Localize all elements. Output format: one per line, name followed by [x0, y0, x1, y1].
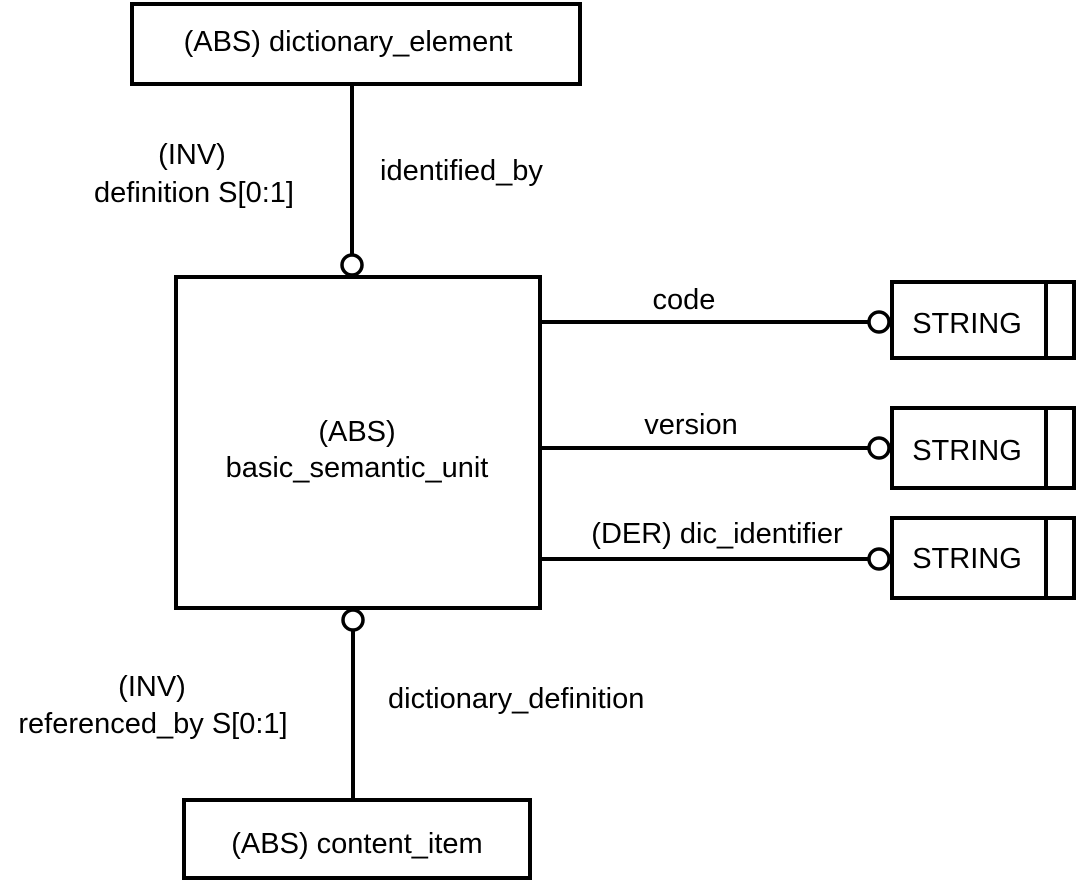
- relation-dictionary-definition: dictionary_definition (INV) referenced_b…: [18, 608, 644, 800]
- entity-box-content-item: [182, 798, 532, 880]
- attribute-dic-identifier: (DER) dic_identifier STRING: [540, 516, 1076, 600]
- type-label-version: STRING: [912, 435, 1022, 467]
- type-label-code: STRING: [912, 308, 1022, 340]
- attribute-label-code: code: [653, 284, 716, 316]
- type-box-string-dic-identifier: [890, 516, 1076, 600]
- type-box-string-version: [890, 406, 1076, 490]
- relation-label-identified-by: identified_by: [380, 155, 543, 187]
- entity-basic-semantic-unit: (ABS) basic_semantic_unit: [174, 275, 542, 610]
- attribute-version: version STRING: [540, 406, 1076, 490]
- attribute-end-circle-code: [867, 310, 891, 334]
- relation-identified-by: identified_by (INV) definition S[0:1]: [94, 84, 543, 277]
- type-box-string-code: [890, 280, 1076, 360]
- entity-content-item: (ABS) content_item: [182, 798, 532, 880]
- entity-dictionary-element: (ABS) dictionary_element: [130, 2, 582, 86]
- relation-end-circle-dictionary-definition: [341, 608, 365, 632]
- relation-label-dictionary-definition: dictionary_definition: [388, 683, 644, 715]
- entity-box-basic-semantic-unit: [174, 275, 542, 610]
- type-label-dic-identifier: STRING: [912, 543, 1022, 575]
- attribute-end-circle-dic-identifier: [867, 547, 891, 571]
- inverse-label-definition: definition S[0:1]: [94, 177, 294, 209]
- entity-box-dictionary-element: [130, 2, 582, 86]
- attribute-label-version: version: [644, 409, 738, 441]
- relation-end-circle-identified-by: [340, 253, 364, 277]
- entity-label-content-item: (ABS) content_item: [231, 828, 482, 860]
- attribute-end-circle-version: [867, 436, 891, 460]
- inverse-label-referenced-by: referenced_by S[0:1]: [18, 708, 287, 740]
- attribute-label-dic-identifier: (DER) dic_identifier: [591, 518, 843, 550]
- entity-label-dictionary-element: (ABS) dictionary_element: [184, 26, 513, 58]
- inverse-prefix-identified-by: (INV): [158, 139, 226, 171]
- entity-prefix-basic-semantic-unit: (ABS): [318, 416, 395, 448]
- inverse-prefix-dictionary-definition: (INV): [118, 671, 186, 703]
- attribute-code: code STRING: [540, 280, 1076, 360]
- entity-label-basic-semantic-unit: basic_semantic_unit: [226, 452, 489, 484]
